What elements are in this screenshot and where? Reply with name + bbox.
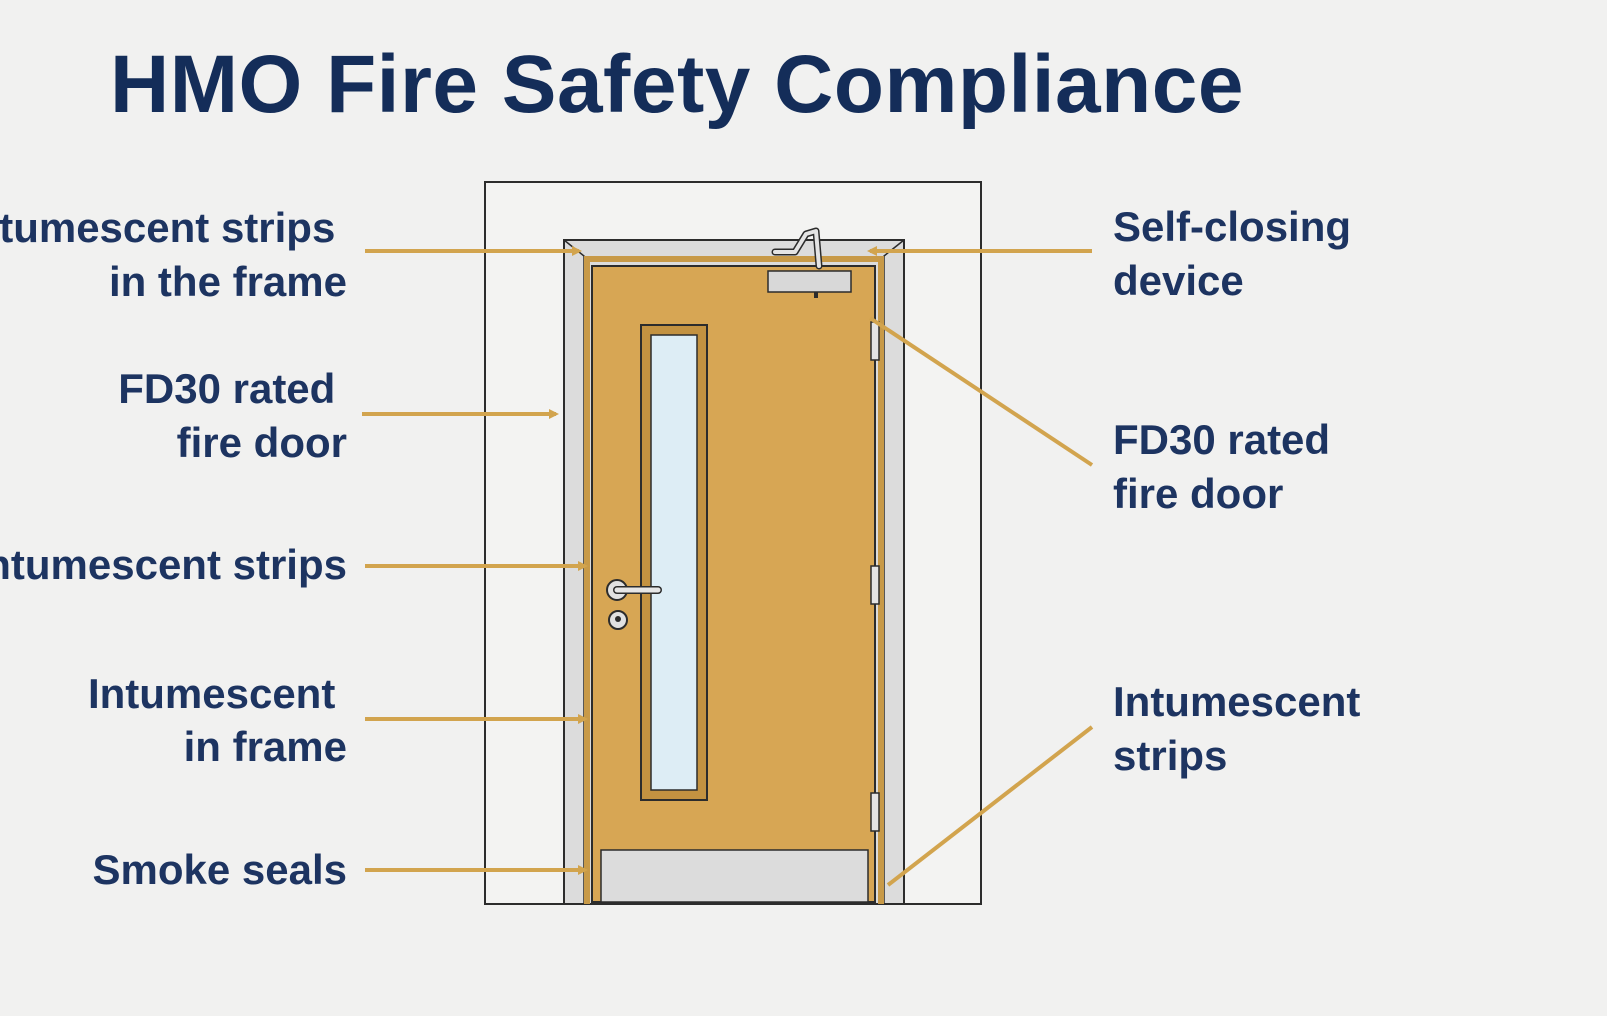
right-callouts: Self-closing device FD30 rated fire door… [1113, 203, 1372, 779]
intumescent-strip-left [584, 256, 590, 904]
callout-left-fd30: FD30 rated fire door [118, 365, 347, 466]
keyhole-icon [608, 610, 628, 630]
leader-lines [362, 246, 1094, 887]
intumescent-strip-right [878, 256, 884, 904]
callout-right-self-closing: Self-closing device [1113, 203, 1363, 304]
kick-plate [600, 849, 869, 903]
intumescent-strip-head [584, 256, 884, 262]
callout-right-fd30: FD30 rated fire door [1113, 416, 1342, 517]
door-leaf [591, 265, 876, 903]
door-closer-icon [767, 227, 852, 298]
callout-left-intumescent-frame: Intumescent strips in the frame [0, 204, 347, 305]
page-title: HMO Fire Safety Compliance [110, 39, 1244, 130]
lever-handle-icon [606, 579, 662, 601]
callout-left-smoke-seals: Smoke seals [92, 846, 347, 893]
fire-door [484, 181, 982, 905]
left-callouts: Intumescent strips in the frame FD30 rat… [0, 204, 347, 893]
vision-panel-glass [650, 334, 698, 791]
callout-left-intumescent-in-frame: Intumescent in frame [88, 670, 347, 770]
leader-right-2 [868, 316, 1094, 467]
leader-right-3 [886, 725, 1094, 887]
callout-left-intumescent-strips: Intumescent strips [0, 541, 347, 588]
callout-right-intumescent-strips: Intumescent strips [1113, 678, 1372, 779]
